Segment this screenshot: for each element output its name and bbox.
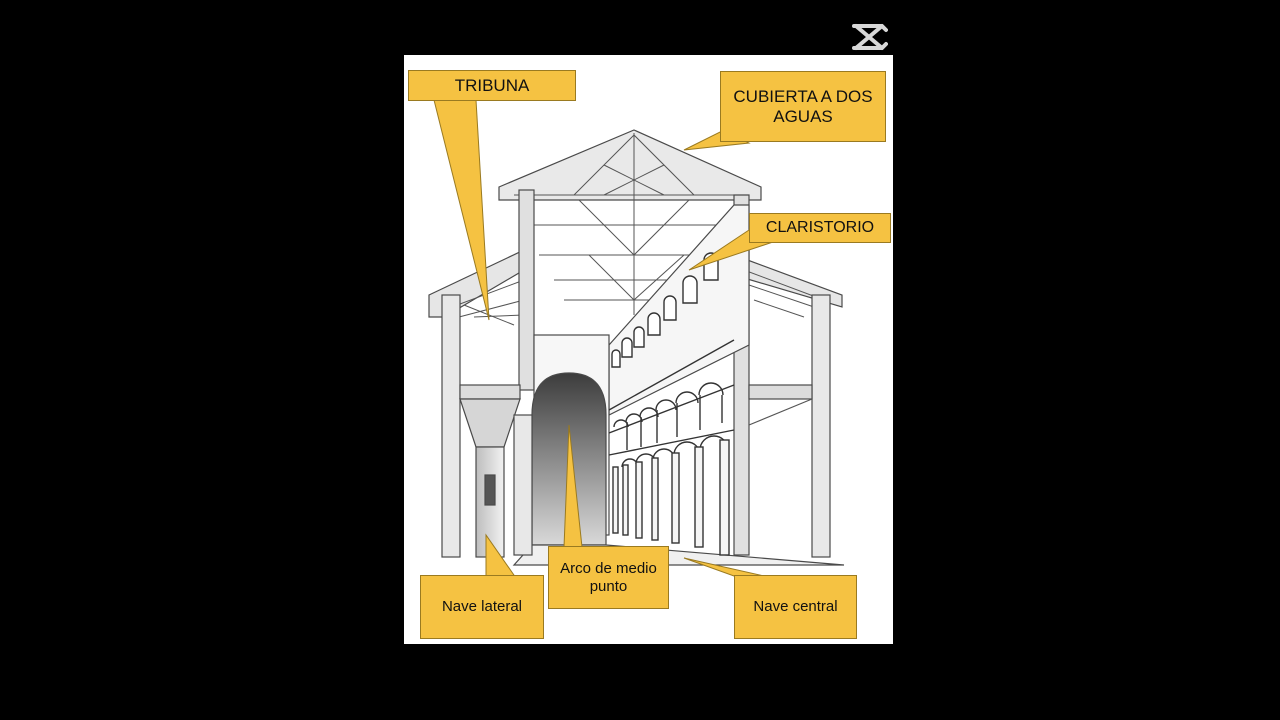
label-claristorio: CLARISTORIO [749,213,891,243]
clerestory-windows [611,252,719,368]
label-cubierta-a-dos-aguas: CUBIERTA A DOS AGUAS [720,71,886,142]
capcut-logo-icon [852,22,888,52]
label-nave-lateral: Nave lateral [420,575,544,639]
nave-arcade [608,429,735,556]
label-arco-de-medio-punto: Arco de medio punto [548,546,669,609]
label-tribuna: TRIBUNA [408,70,576,101]
gallery-arcade [608,339,735,450]
label-nave-central: Nave central [734,575,857,639]
basilica-diagram: TRIBUNA CUBIERTA A DOS AGUAS CLARISTORIO… [404,55,893,644]
